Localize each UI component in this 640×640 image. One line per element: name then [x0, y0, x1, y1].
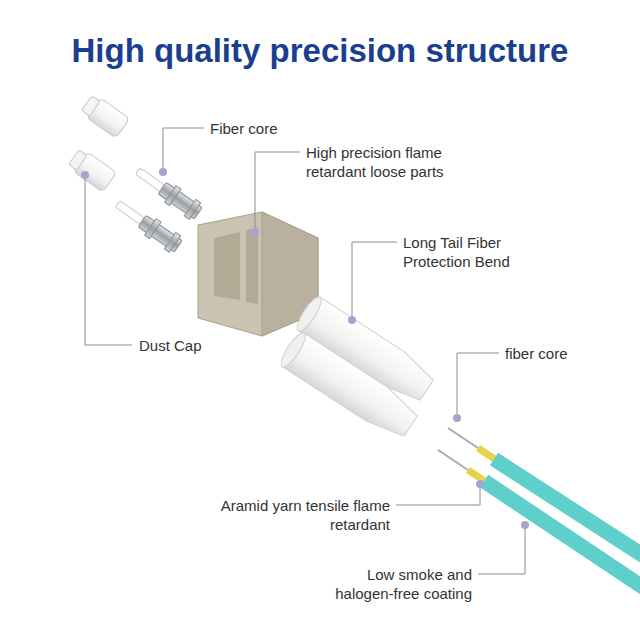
callout-label: Aramid yarn tensile flame retardant [210, 496, 390, 534]
callout-label: High precision flame retardant loose par… [306, 143, 466, 181]
callout-label: Low smoke and halogen-free coating [322, 565, 472, 603]
ferrule-assembly [112, 196, 184, 255]
leader-dot [81, 168, 529, 529]
callout-label: Dust Cap [139, 336, 259, 355]
callout-label: Long Tail Fiber Protection Bend [403, 233, 528, 271]
callout-label: Fiber core [210, 119, 360, 138]
leader-line [85, 128, 525, 574]
dust-cap [67, 147, 117, 192]
diagram-title: High quality precision structure [0, 32, 640, 70]
callout-label: fiber core [505, 344, 625, 363]
dust-cap [80, 93, 130, 138]
protection-boot [277, 330, 421, 443]
ferrule-assembly [132, 163, 204, 222]
